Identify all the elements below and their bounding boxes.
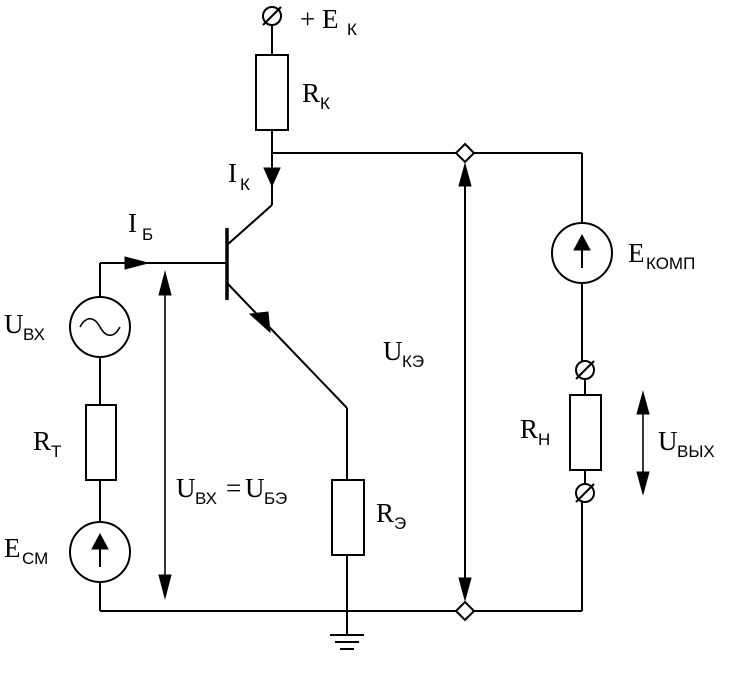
re-label: R (376, 498, 394, 528)
uvx-eq-label-sub: ВХ (195, 489, 217, 508)
top-terminal (454, 142, 476, 164)
rk-label-sub: К (320, 94, 330, 113)
uvyx-label: U (658, 426, 678, 456)
esm-label: E (4, 533, 21, 563)
bias-source (69, 521, 131, 583)
rt-label: R (33, 426, 51, 456)
uvyx-label-sub: ВЫХ (677, 442, 715, 461)
esm-arrow-icon (91, 532, 109, 550)
uvx-label: U (4, 309, 24, 339)
ube-label-sub: БЭ (264, 489, 287, 508)
rn-label-sub: Н (538, 430, 550, 449)
resistor-re (331, 479, 365, 556)
ube-label: U (245, 473, 265, 503)
rn-top-terminal (575, 360, 595, 380)
uvyx-arrow (636, 390, 650, 496)
rn-bottom-terminal (575, 483, 595, 503)
ib-label: I (128, 208, 137, 238)
supply-terminal (262, 6, 282, 55)
uvx-ube-arrow (158, 270, 172, 600)
ib-label-sub: Б (142, 225, 153, 244)
uvx-label-sub: ВХ (23, 325, 45, 344)
resistor-rt (85, 404, 117, 481)
resistor-rn (569, 394, 602, 471)
uvx-eq-label: U (176, 473, 196, 503)
ik-label: I (228, 158, 237, 188)
esm-label-sub: СМ (22, 549, 48, 568)
resistor-rk (255, 54, 289, 131)
equals-sign: = (226, 473, 241, 503)
ekomp-label: E (628, 238, 645, 268)
rk-label: R (302, 78, 320, 108)
rt-label-sub: Т (51, 442, 61, 461)
uke-label-sub: КЭ (402, 352, 424, 371)
compensation-source (551, 222, 613, 284)
ik-label-sub: К (240, 175, 250, 194)
transistor (225, 204, 348, 409)
supply-label: + E (300, 4, 338, 34)
ground-icon (330, 634, 364, 650)
bottom-terminal (454, 600, 476, 622)
rn-label: R (520, 414, 538, 444)
re-label-sub: Э (394, 514, 406, 533)
uke-label: U (383, 336, 403, 366)
signal-source (69, 296, 131, 358)
ekomp-label-sub: КОМП (646, 254, 695, 273)
ik-arrow-icon (263, 167, 281, 188)
emitter-arrow-icon (248, 311, 271, 334)
supply-label-sub: К (347, 20, 357, 39)
uke-arrow (458, 162, 472, 602)
ib-arrow-icon (124, 256, 150, 270)
ekomp-arrow-icon (573, 233, 591, 251)
